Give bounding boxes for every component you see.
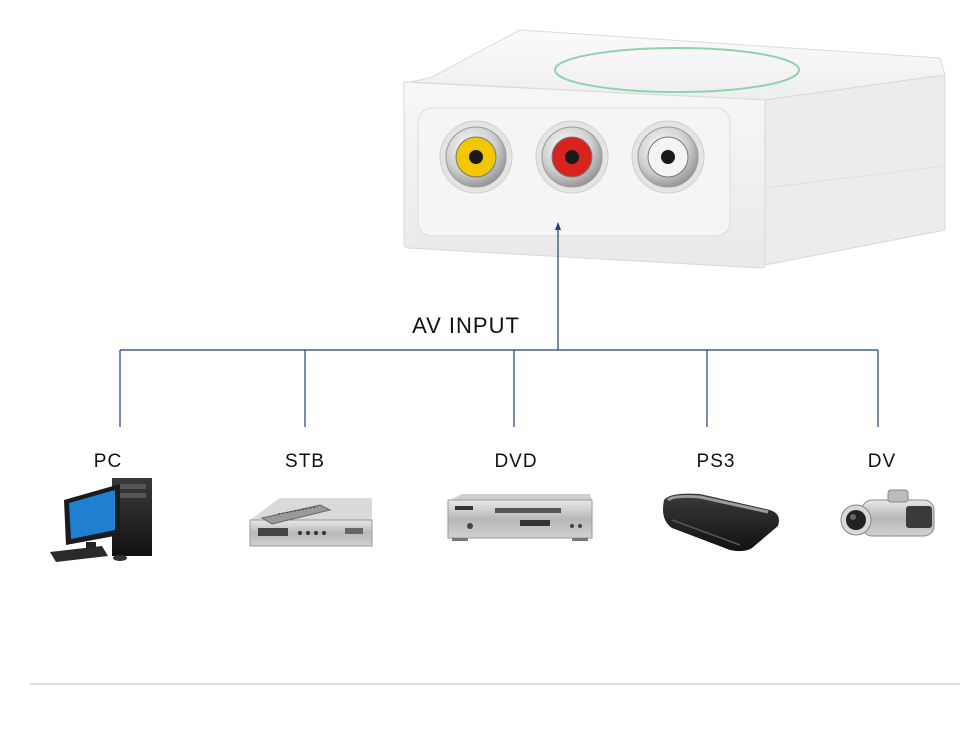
rca-port-audio-right — [535, 120, 609, 194]
diagram-title: AV INPUT — [412, 313, 520, 338]
connection-lines — [119, 222, 879, 427]
desktop-computer-icon — [50, 478, 152, 562]
rca-port-audio-left — [631, 120, 705, 194]
rca-port-video — [439, 120, 513, 194]
arrow-up-icon — [555, 222, 561, 230]
device-label-ps3: PS3 — [697, 451, 736, 472]
set-top-box-icon — [249, 498, 373, 547]
game-console-icon — [663, 493, 779, 552]
device-label-dvd: DVD — [494, 451, 537, 472]
rca-ports — [439, 120, 705, 194]
device-label-pc: PC — [94, 451, 122, 472]
camcorder-icon — [840, 489, 935, 537]
converter-box — [403, 29, 946, 269]
converter-label-circle — [554, 47, 800, 93]
dvd-player-icon — [447, 494, 593, 541]
device-label-dv: DV — [868, 451, 896, 472]
device-label-stb: STB — [285, 451, 325, 472]
converter-side-face — [764, 74, 946, 266]
